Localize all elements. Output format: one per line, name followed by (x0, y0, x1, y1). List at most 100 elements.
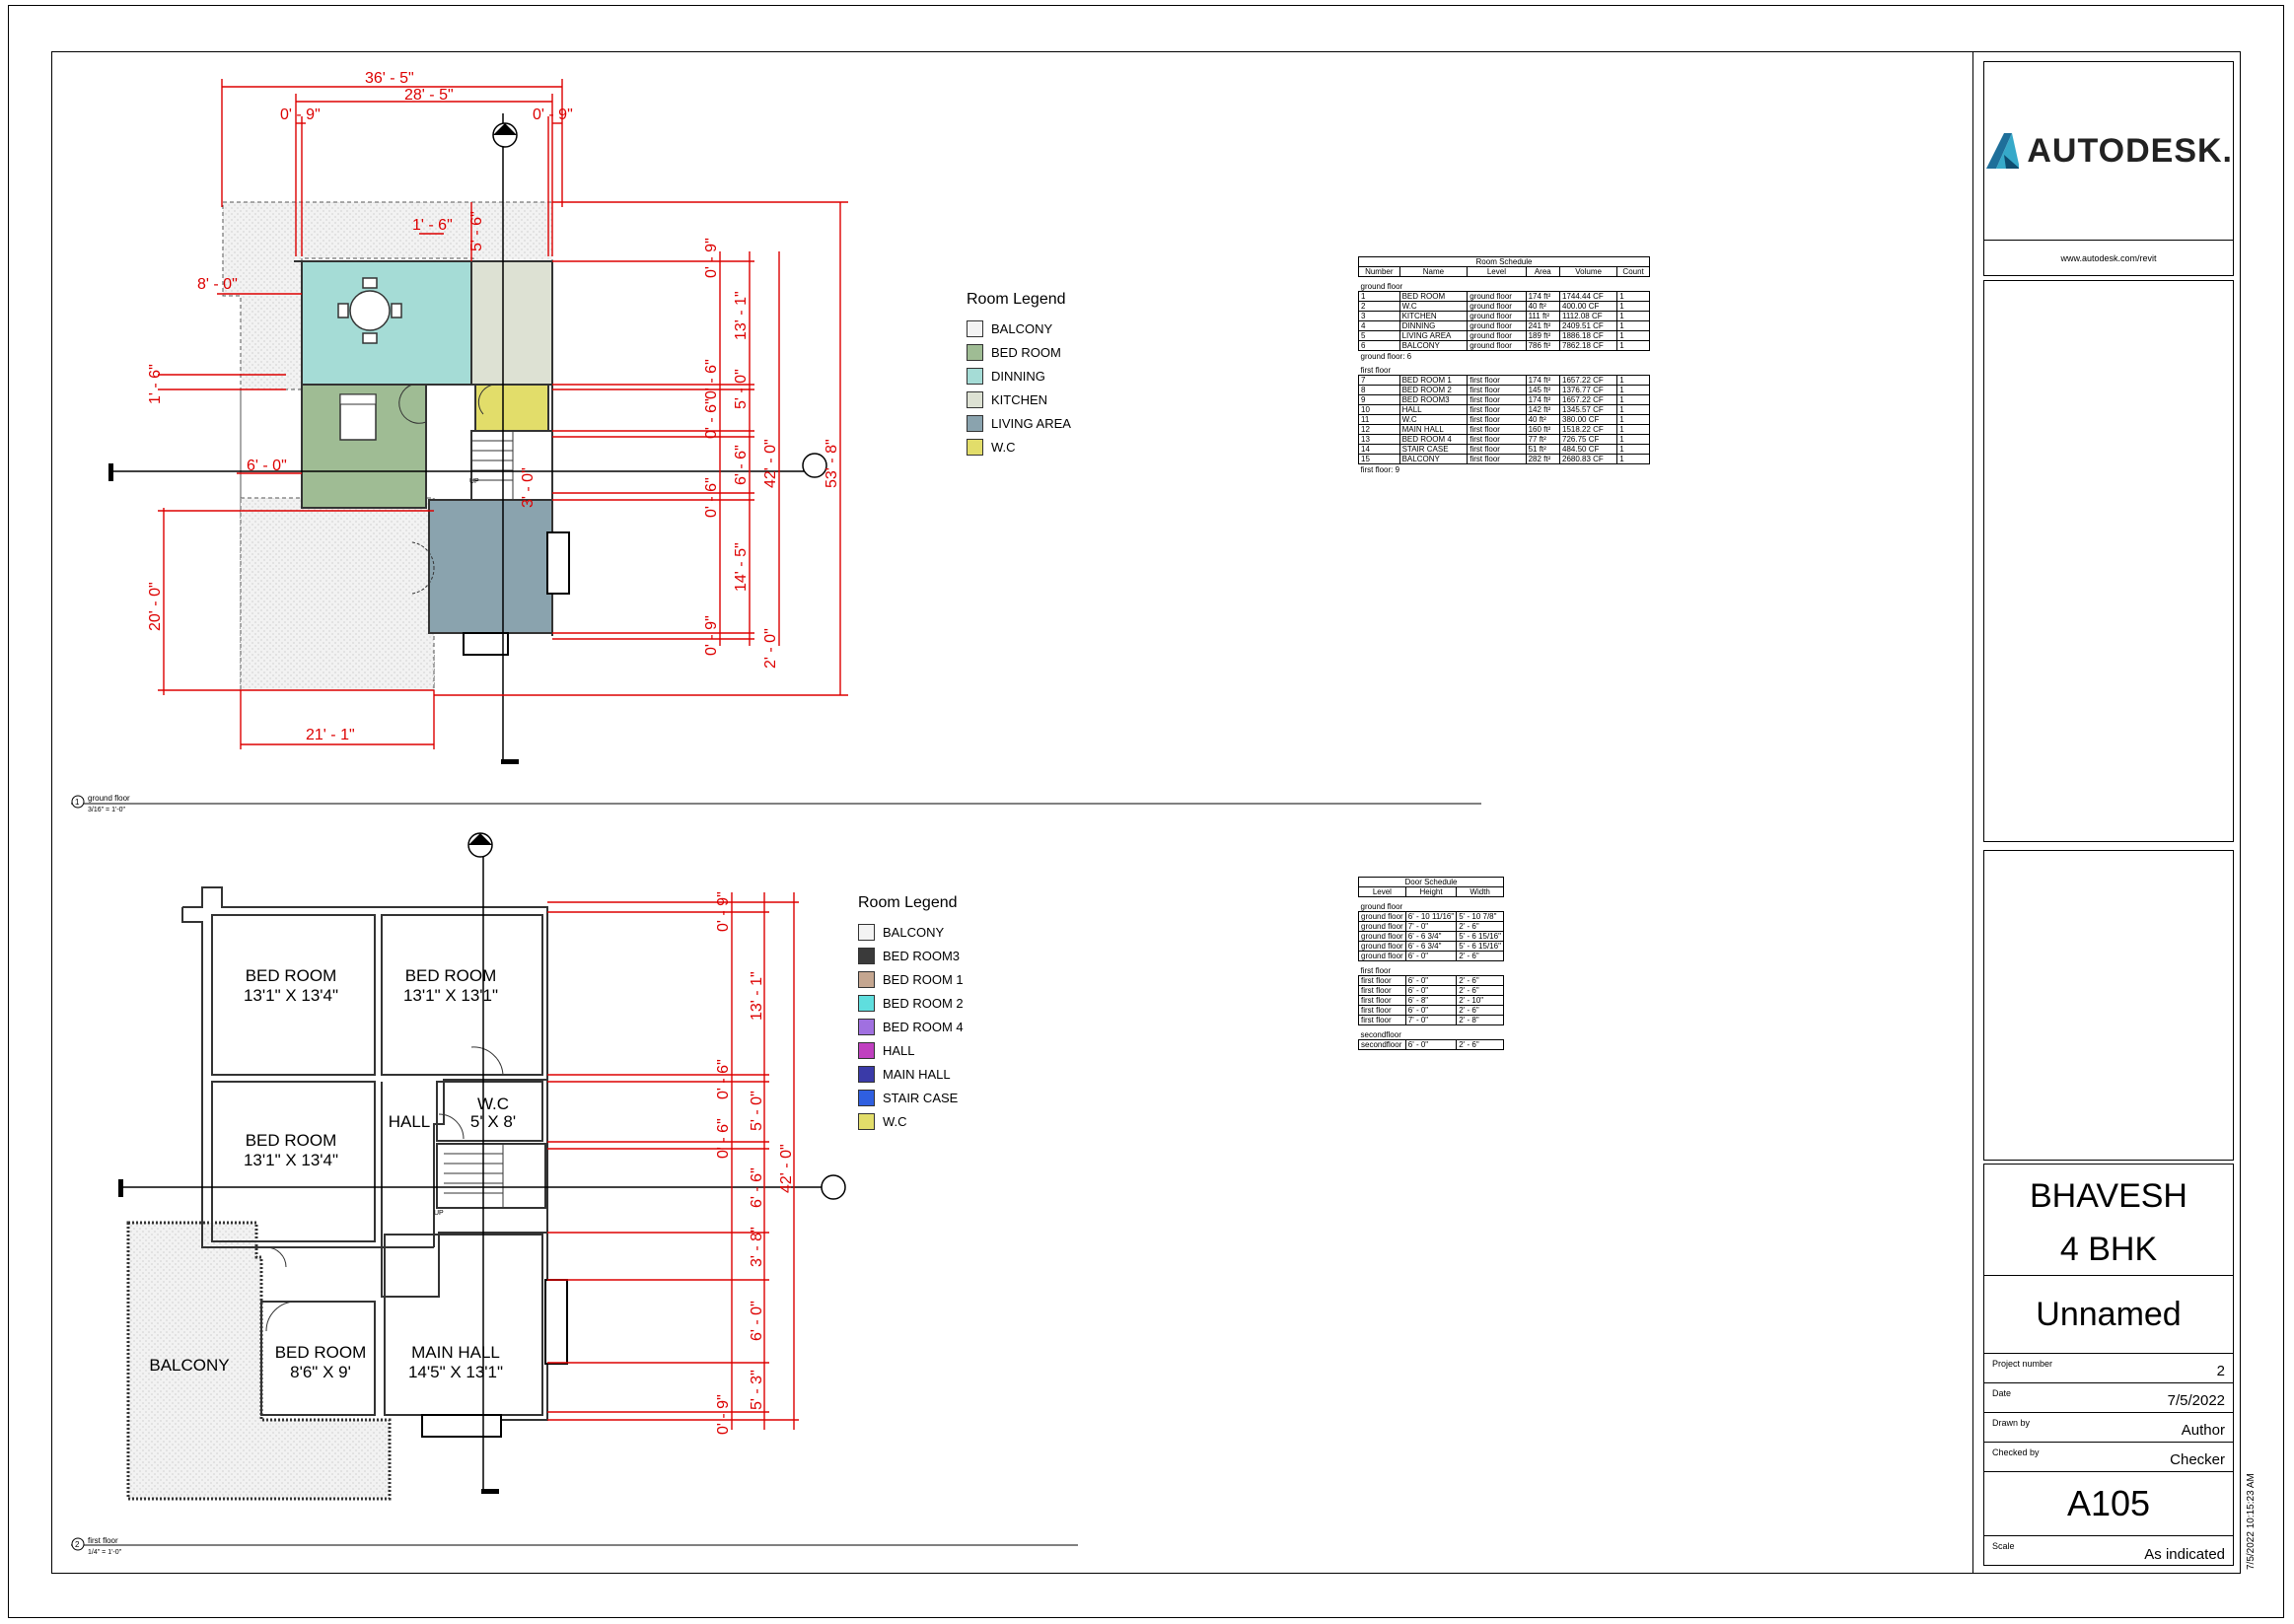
schedule-cell: 2409.51 CF (1558, 320, 1618, 331)
field-label: Project number (1992, 1359, 2053, 1369)
svg-text:0' - 6": 0' - 6" (703, 359, 720, 399)
svg-text:6' - 0": 6' - 0" (247, 458, 287, 474)
svg-text:1: 1 (75, 798, 80, 807)
schedule-cell: first floor (1358, 985, 1406, 996)
schedule-group: first floor (1360, 366, 1392, 375)
legend-label: W.C (991, 439, 1016, 455)
schedule-header: Height (1404, 886, 1458, 897)
schedule-cell: 7862.18 CF (1558, 340, 1618, 351)
schedule-header: Number (1358, 266, 1400, 277)
legend-label: HALL (883, 1042, 915, 1058)
schedule-header: Width (1456, 886, 1504, 897)
schedule-cell: 7' - 0" (1404, 921, 1458, 932)
schedule-cell: 1376.77 CF (1558, 385, 1618, 395)
schedule-cell: 2' - 6" (1456, 985, 1504, 996)
legend-item: MAIN HALL (858, 1062, 964, 1086)
schedule-cell: first floor (1358, 975, 1406, 986)
schedule-cell: ground floor (1467, 301, 1527, 312)
schedule-cell: HALL (1398, 404, 1469, 415)
schedule-cell: 5' - 6 15/16" (1456, 931, 1504, 942)
svg-text:6' - 0": 6' - 0" (749, 1301, 765, 1341)
schedule-cell: first floor (1467, 444, 1527, 455)
schedule-cell: ground floor (1467, 311, 1527, 321)
schedule-cell: first floor (1467, 394, 1527, 405)
schedule-cell: 1657.22 CF (1558, 375, 1618, 386)
legend-swatch (967, 343, 983, 361)
empty-panel-1 (1983, 280, 2234, 842)
schedule-cell: 7' - 0" (1404, 1015, 1458, 1025)
schedule-cell: 174 ft² (1525, 394, 1561, 405)
schedule-cell: 12 (1358, 424, 1400, 435)
legend-swatch (967, 390, 983, 408)
svg-text:5' - 0": 5' - 0" (749, 1091, 765, 1131)
svg-text:W.C: W.C (477, 1094, 509, 1113)
svg-text:28' - 5": 28' - 5" (404, 87, 454, 104)
svg-text:5' X 8': 5' X 8' (470, 1112, 516, 1131)
svg-text:0' - 6": 0' - 6" (715, 1059, 732, 1099)
schedule-cell: 726.75 CF (1558, 434, 1618, 445)
sheet-number: A105 (2066, 1483, 2151, 1523)
field-value: Author (2181, 1422, 2225, 1439)
schedule-cell: 14 (1358, 444, 1400, 455)
schedule-group: ground floor (1360, 902, 1403, 911)
schedule-cell: ground floor (1358, 951, 1406, 961)
legend-label: DINNING (991, 368, 1045, 384)
schedule-cell: ground floor (1358, 931, 1406, 942)
logo-box: AUTODESK. www.autodesk.com/revit (1983, 61, 2234, 276)
legend-item: BED ROOM (967, 340, 1071, 364)
schedule-header: Count (1616, 266, 1650, 277)
brand-url: www.autodesk.com/revit (2060, 253, 2157, 263)
schedule-cell: 1657.22 CF (1558, 394, 1618, 405)
schedule-cell: first floor (1467, 404, 1527, 415)
schedule-cell: 1 (1616, 404, 1650, 415)
svg-text:BED ROOM: BED ROOM (405, 966, 497, 985)
svg-text:13'1" X 13'4": 13'1" X 13'4" (244, 986, 338, 1005)
schedule-cell: 1 (1616, 414, 1650, 425)
schedule-cell: 7 (1358, 375, 1400, 386)
svg-text:1' - 6": 1' - 6" (412, 217, 453, 234)
legend-swatch (858, 994, 875, 1012)
schedule-cell: 241 ft² (1525, 320, 1561, 331)
legend-item: BED ROOM 4 (858, 1015, 964, 1038)
legend-label: BALCONY (991, 320, 1053, 336)
schedule-cell: 6' - 0" (1404, 1005, 1458, 1016)
svg-text:6' - 6": 6' - 6" (733, 445, 750, 485)
schedule-cell: 4 (1358, 320, 1400, 331)
svg-text:14' - 5": 14' - 5" (733, 542, 750, 592)
schedule-cell: 1 (1616, 311, 1650, 321)
schedule-cell: 9 (1358, 394, 1400, 405)
field-value: Checker (2170, 1451, 2225, 1468)
schedule-cell: first floor (1358, 995, 1406, 1006)
legend-item: LIVING AREA (967, 411, 1071, 435)
schedule-cell: 6' - 0" (1404, 1039, 1458, 1050)
field-label: Date (1992, 1388, 2012, 1398)
legend-swatch (967, 367, 983, 385)
svg-text:0' - 9": 0' - 9" (533, 106, 573, 123)
field-label: Drawn by (1992, 1418, 2031, 1428)
schedule-cell: 400.00 CF (1558, 301, 1618, 312)
schedule-cell: 1 (1616, 320, 1650, 331)
schedule-cell: 15 (1358, 454, 1400, 464)
svg-text:BED ROOM: BED ROOM (246, 1131, 337, 1150)
svg-text:UP: UP (434, 1210, 444, 1217)
schedule-cell: 1 (1616, 434, 1650, 445)
svg-text:5' - 6": 5' - 6" (468, 211, 485, 251)
legend-item: KITCHEN (967, 388, 1071, 411)
schedule-title: Room Schedule (1358, 256, 1650, 267)
legend-swatch (858, 970, 875, 988)
svg-text:42' - 0": 42' - 0" (778, 1144, 795, 1193)
schedule-cell: 6' - 0" (1404, 951, 1458, 961)
schedule-cell: 1 (1616, 330, 1650, 341)
